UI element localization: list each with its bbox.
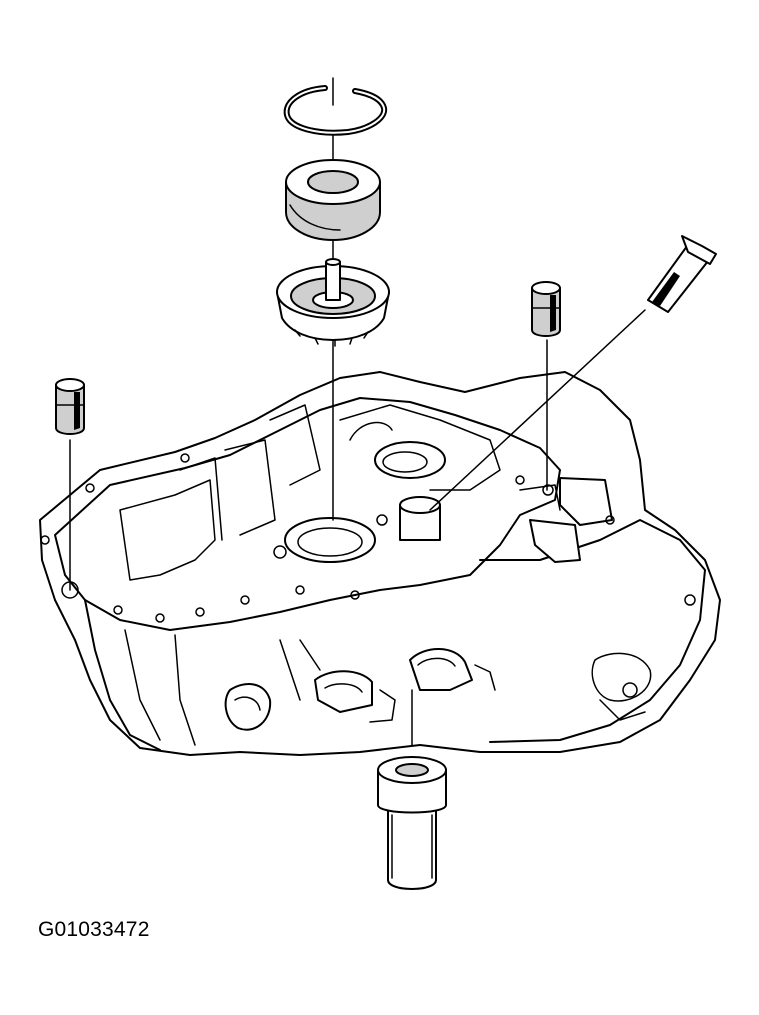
dowel-pin-icon [55, 378, 85, 435]
bolt-icon [647, 235, 717, 313]
figure-code: G01033472 [38, 918, 150, 941]
bearing-icon [285, 159, 381, 241]
snap-ring-icon [283, 85, 388, 136]
transmission-case-icon [39, 371, 721, 756]
dowel-pin-icon [531, 281, 561, 337]
gear-plate-icon [276, 258, 390, 347]
bushing-icon [377, 756, 447, 890]
